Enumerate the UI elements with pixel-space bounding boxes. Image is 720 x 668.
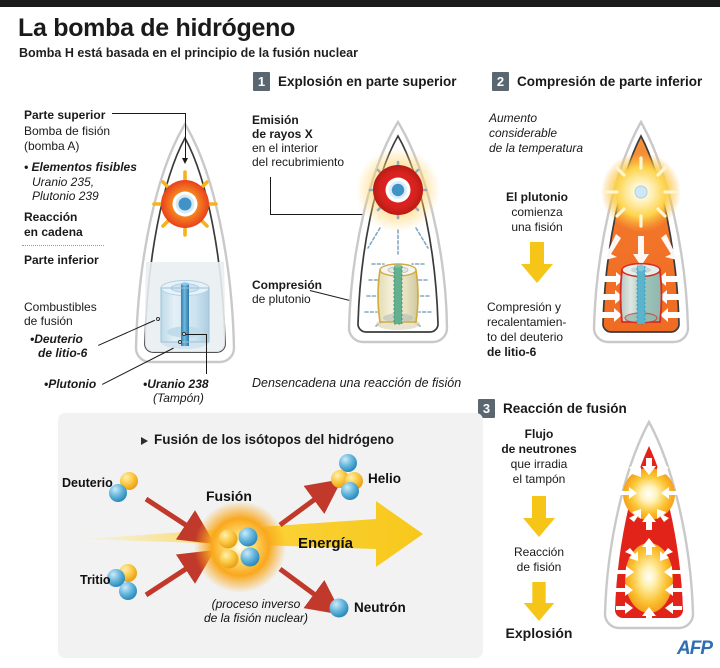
step3-yellow-arrow-1 <box>519 496 559 543</box>
label-bomba-de-fision: Bomba de fisión <box>24 124 111 138</box>
fusion-label-tritio: Tritio <box>80 573 111 587</box>
step-2-title: Compresión de parte inferior <box>517 74 703 89</box>
step-3-badge: 3 <box>478 399 495 418</box>
leader-plutonio-dot <box>178 340 182 344</box>
step2-aumento-l1: Aumento <box>489 111 538 125</box>
label-deuterio: •Deuterio <box>30 332 83 346</box>
bomb-diagram-step3 <box>590 418 708 648</box>
label-parte-superior: Parte superior <box>24 108 106 122</box>
leader-uranio238-v <box>206 334 207 374</box>
fusion-note-l1: (proceso inverso <box>211 597 301 611</box>
step2-aumento-l3: de la temperatura <box>489 141 584 155</box>
fusion-heading: Fusión de los isótopos del hidrógeno <box>154 432 395 447</box>
step1-leader-v <box>270 177 271 215</box>
step3-flujo-l4: el tampón <box>512 472 566 486</box>
fusion-note-l2: de la fisión nuclear) <box>203 611 309 625</box>
label-uranio-235: Uranio 235, <box>32 175 95 189</box>
step1-caption: Densencadena una reacción de fisión <box>252 376 462 390</box>
step3-explosion: Explosión <box>505 625 573 641</box>
step3-flujo-l1: Flujo <box>524 427 554 441</box>
step3-flujo-l2: de neutrones <box>501 442 577 456</box>
step3-reaccion-l2: de fisión <box>487 560 591 575</box>
leader-parte-superior-h <box>112 113 185 114</box>
fusion-label-helio: Helio <box>368 471 402 486</box>
fusion-label-deuterio: Deuterio <box>62 476 113 490</box>
leader-parte-superior-v <box>185 113 186 158</box>
label-en-cadena: en cadena <box>24 225 83 239</box>
step3-reaccion-l2-text: de fisión <box>516 560 562 574</box>
label-de-litio-6: de litio-6 <box>38 346 88 360</box>
label-plutonio-239: Plutonio 239 <box>32 189 99 203</box>
label-bomba-a: (bomba A) <box>24 139 80 153</box>
step1-emision-l2: de rayos X <box>252 127 313 141</box>
step3-flujo-l3: que irradia <box>510 457 568 471</box>
step2-aumento-l2: considerable <box>489 126 558 140</box>
fusion-diagram <box>83 454 423 618</box>
step2-plutonio-l2: comienza <box>511 205 563 219</box>
step-1-header: 1 Explosión en parte superior <box>253 72 457 91</box>
step3-reaccion-l1: Reacción <box>513 545 565 559</box>
fusion-label-fusion: Fusión <box>206 488 252 504</box>
leader-deuterio-dot <box>156 317 160 321</box>
step-1-title: Explosión en parte superior <box>278 74 457 89</box>
top-bar <box>0 0 720 7</box>
label-plutonio: •Plutonio <box>44 377 97 391</box>
leader-parte-superior-arrow <box>181 158 188 164</box>
step3-yellow-arrow-2 <box>519 582 559 627</box>
fusion-label-energia: Energía <box>298 535 354 552</box>
step-2-header: 2 Compresión de parte inferior <box>492 72 702 91</box>
step2-compresion-l3: to del deuterio <box>487 330 563 345</box>
leader-uranio238-dot <box>182 332 186 336</box>
label-elementos-fisibles: • Elementos fisibles <box>24 160 137 174</box>
step-3-header: 3 Reacción de fusión <box>478 399 627 418</box>
page-subtitle: Bomba H está basada en el principio de l… <box>19 46 358 60</box>
step1-emision-l4: del recubrimiento <box>252 155 345 169</box>
fusion-label-neutron: Neutrón <box>354 600 406 615</box>
bomb-diagram-step2 <box>578 118 704 368</box>
step-2-badge: 2 <box>492 72 509 91</box>
leader-uranio238-h <box>186 334 207 335</box>
step2-yellow-arrow <box>517 242 557 289</box>
page-title: La bomba de hidrógeno <box>18 14 296 42</box>
step1-emision-l1: Emisión <box>252 113 299 127</box>
step2-compresion-l4: de litio-6 <box>487 345 537 359</box>
step1-compresion-l2: de plutonio <box>252 292 311 306</box>
label-uranio-238: •Uranio 238 <box>143 377 209 391</box>
step2-compresion-l3-text: to del deuterio <box>487 330 564 344</box>
bomb-diagram-reference <box>120 120 250 390</box>
label-de-fusion: de fusión <box>24 314 73 328</box>
label-combustibles: Combustibles <box>24 300 97 314</box>
step2-plutonio-l1: El plutonio <box>506 190 568 204</box>
step2-compresion-l1: Compresión y <box>487 300 562 314</box>
label-tampon: (Tampón) <box>153 391 204 405</box>
step1-leader-h <box>270 214 366 215</box>
divider-dotted <box>22 245 104 246</box>
bomb-diagram-step1 <box>332 118 464 368</box>
triangle-bullet-icon <box>141 437 148 445</box>
step2-plutonio-l3: una fisión <box>511 220 563 234</box>
fusion-panel: Fusión de los isótopos del hidrógeno <box>58 413 483 658</box>
afp-logo: AFP <box>677 638 713 659</box>
step-3-title: Reacción de fusión <box>503 401 627 416</box>
label-reaccion: Reacción <box>24 210 78 224</box>
label-parte-inferior: Parte inferior <box>24 253 99 267</box>
step1-compresion-l1: Compresión <box>252 278 323 292</box>
step2-compresion-l2: recalentamien- <box>487 315 567 329</box>
step-1-badge: 1 <box>253 72 270 91</box>
step1-emision-l3: en el interior <box>252 141 319 155</box>
